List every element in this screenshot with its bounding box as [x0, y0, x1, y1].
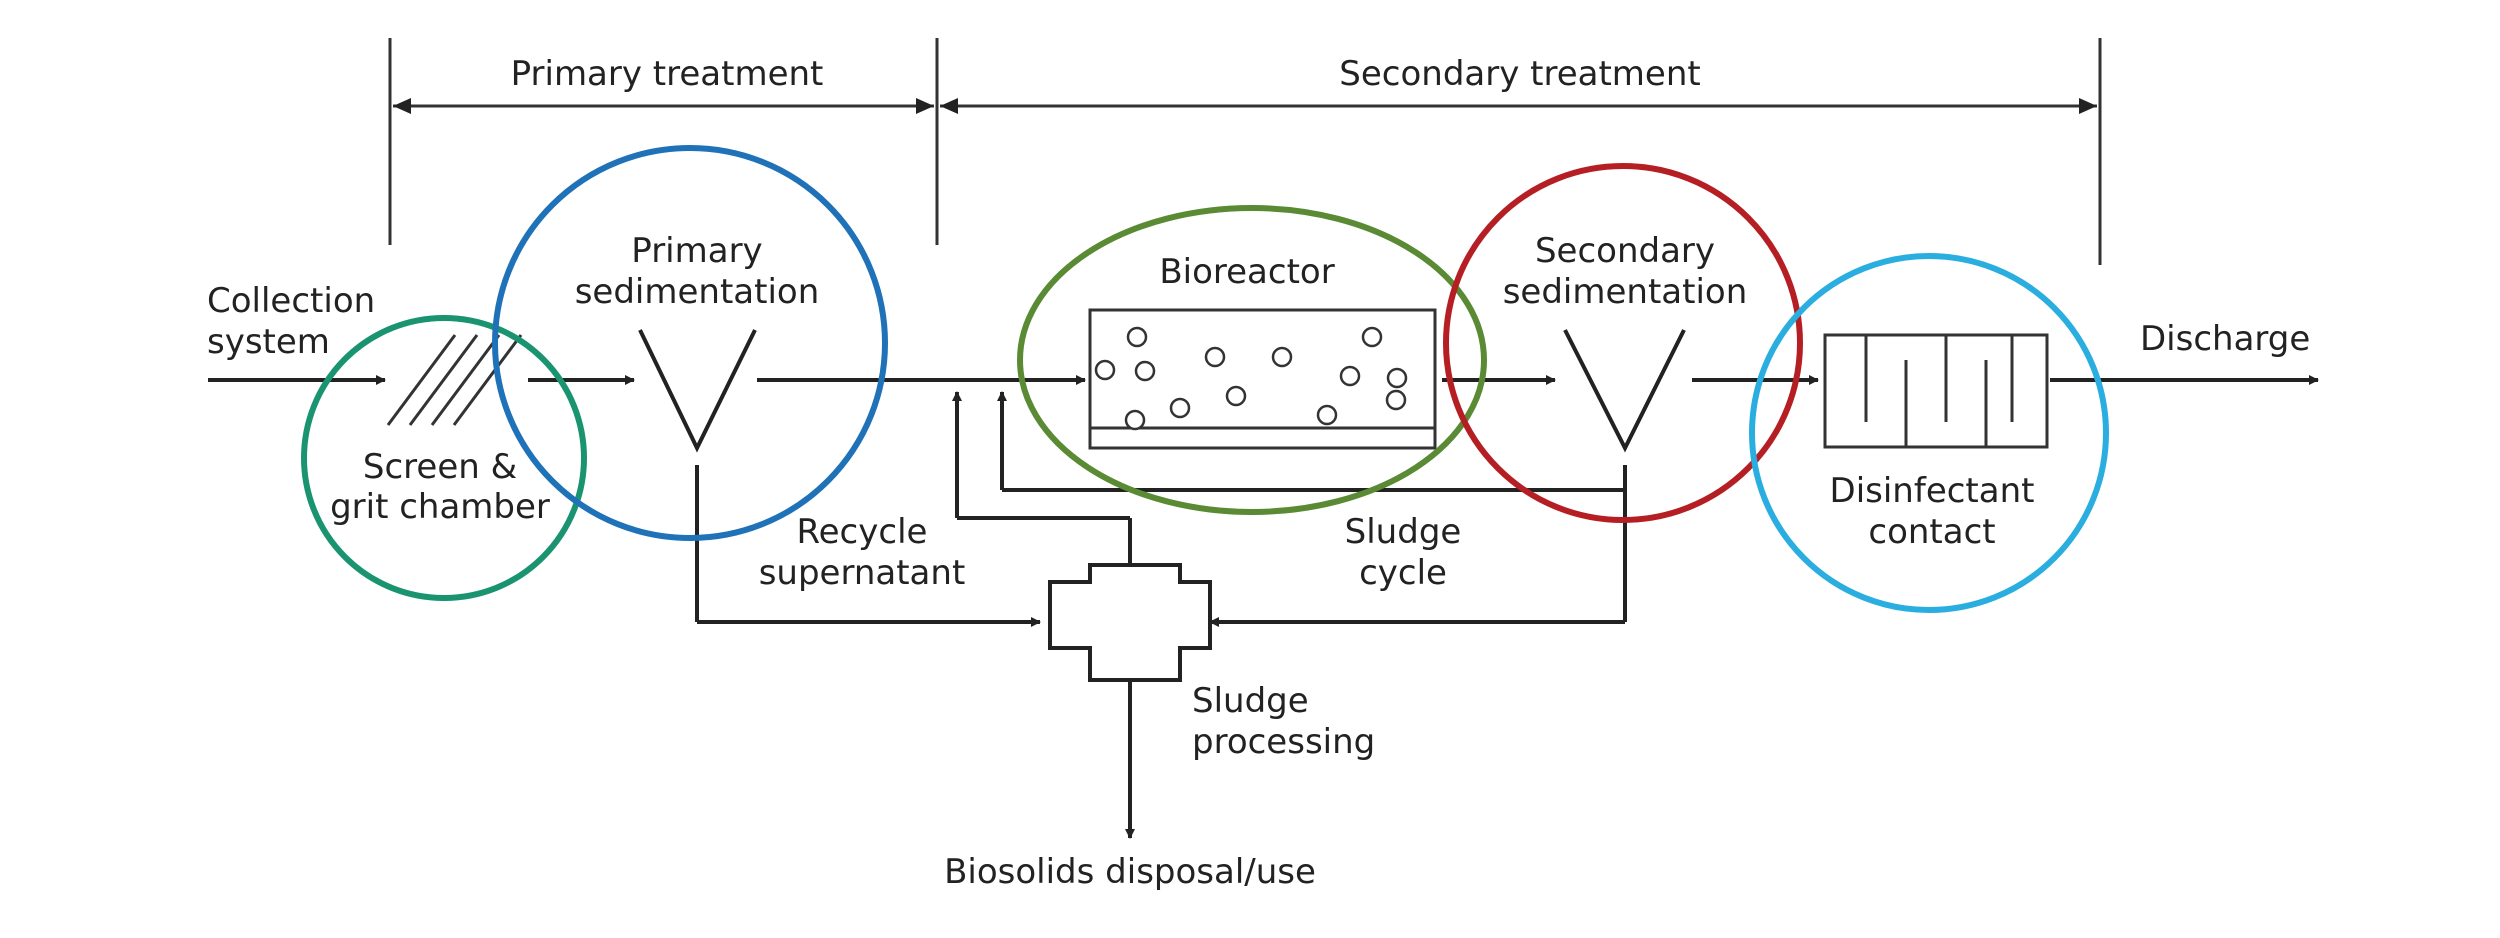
sludge-processing-label-line2: processing [1192, 722, 1375, 762]
disinfectant-label-line2: contact [1868, 512, 1995, 552]
primary-sedimentation-highlight-circle [492, 145, 888, 541]
bioreactor-tank [1088, 308, 1437, 450]
discharge-label: Discharge [2140, 319, 2310, 359]
sludge-cycle-label-line1: Sludge [1345, 512, 1462, 552]
sludge-processing-label-line1: Sludge [1192, 681, 1309, 721]
disinfectant-contact-tank [1823, 333, 2049, 449]
screen-label-line2: grit chamber [330, 487, 550, 527]
screen-grit-chamber-symbol [386, 334, 523, 426]
secondary-sedimentation-highlight-circle [1443, 163, 1803, 523]
screen-label-line1: Screen & [363, 447, 517, 487]
secondary-sed-label-line2: sedimentation [1503, 272, 1748, 312]
secondary-span-arrowhead-left [940, 98, 958, 114]
primary-sed-label-line1: Primary [631, 231, 762, 271]
primary-span-arrowhead-left [393, 98, 411, 114]
stage-brackets [388, 38, 2102, 265]
biosolids-label: Biosolids disposal/use [944, 852, 1316, 892]
collection-label-line1: Collection [207, 281, 375, 321]
disinfectant-label-line1: Disinfectant [1830, 471, 2035, 511]
secondary-span-arrowhead-right [2079, 98, 2097, 114]
recycle-label-line1: Recycle [797, 512, 928, 552]
disinfectant-contact-highlight-circle [1749, 253, 2109, 613]
bioreactor-label: Bioreactor [1159, 252, 1334, 292]
secondary-sed-label-line1: Secondary [1535, 231, 1715, 271]
primary-span-arrowhead-right [916, 98, 934, 114]
primary-treatment-label: Primary treatment [511, 54, 824, 94]
primary-sedimentation-symbol [638, 329, 1041, 627]
bioreactor-highlight-ellipse [1017, 205, 1487, 515]
sludge-processing-unit [952, 391, 1212, 839]
recycle-label-line2: supernatant [759, 553, 966, 593]
primary-sed-label-line2: sedimentation [575, 272, 820, 312]
highlight-circles [301, 145, 2109, 613]
sludge-cycle-label-line2: cycle [1359, 553, 1447, 593]
secondary-treatment-label: Secondary treatment [1339, 54, 1700, 94]
collection-label-line2: system [207, 322, 330, 362]
screen-grit-highlight-circle [301, 315, 587, 601]
